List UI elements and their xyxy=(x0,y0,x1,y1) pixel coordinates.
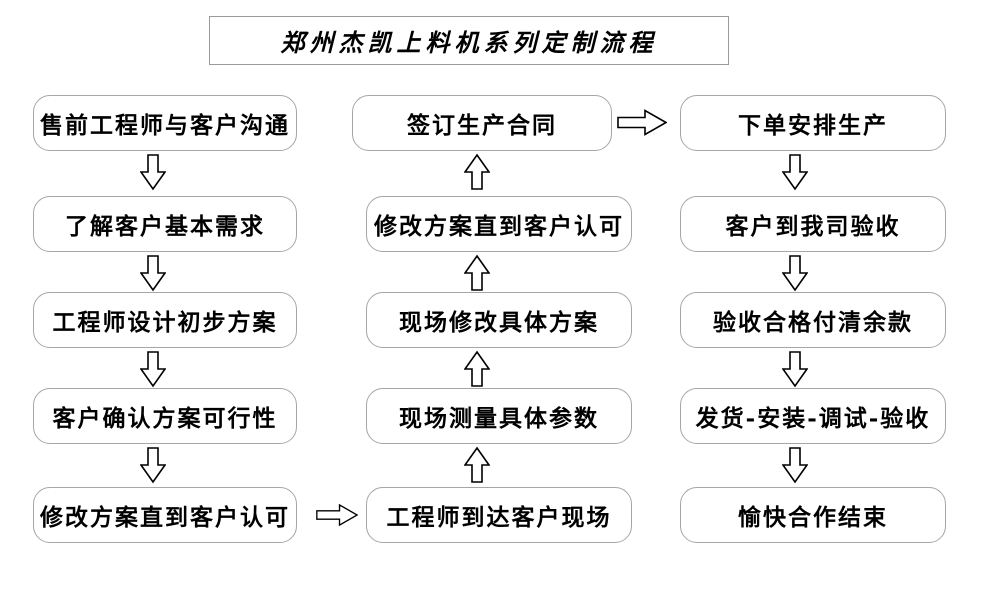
step-onsite-modify-plan: 现场修改具体方案 xyxy=(366,292,632,348)
down-arrow-icon xyxy=(140,350,166,388)
step-onsite-measure-parameters: 现场测量具体参数 xyxy=(366,388,632,444)
down-arrow-icon xyxy=(140,153,166,191)
step-customer-factory-acceptance: 客户到我司验收 xyxy=(680,196,946,252)
up-arrow-icon xyxy=(464,446,490,484)
down-arrow-icon xyxy=(782,254,808,292)
down-arrow-icon xyxy=(140,254,166,292)
step-presales-communication: 售前工程师与客户沟通 xyxy=(33,95,297,151)
step-happy-cooperation-end: 愉快合作结束 xyxy=(680,487,946,543)
down-arrow-icon xyxy=(782,446,808,484)
right-arrow-icon xyxy=(316,502,358,528)
step-sign-production-contract: 签订生产合同 xyxy=(352,95,612,151)
down-arrow-icon xyxy=(140,446,166,484)
step-engineer-initial-design: 工程师设计初步方案 xyxy=(33,292,297,348)
up-arrow-icon xyxy=(464,350,490,388)
step-pay-remaining-balance: 验收合格付清余款 xyxy=(680,292,946,348)
down-arrow-icon xyxy=(782,153,808,191)
step-revise-until-approved-left: 修改方案直到客户认可 xyxy=(33,487,297,543)
up-arrow-icon xyxy=(464,153,490,191)
step-revise-until-approved-mid: 修改方案直到客户认可 xyxy=(366,196,632,252)
step-place-order-arrange-production: 下单安排生产 xyxy=(680,95,946,151)
step-understand-basic-needs: 了解客户基本需求 xyxy=(33,196,297,252)
diagram-title: 郑州杰凯上料机系列定制流程 xyxy=(280,28,658,57)
diagram-title-box: 郑州杰凯上料机系列定制流程 xyxy=(209,16,729,65)
up-arrow-icon xyxy=(464,254,490,292)
down-arrow-icon xyxy=(782,350,808,388)
step-customer-confirm-feasibility: 客户确认方案可行性 xyxy=(33,388,297,444)
step-engineer-arrives-onsite: 工程师到达客户现场 xyxy=(366,487,632,543)
right-arrow-icon xyxy=(617,109,667,136)
step-ship-install-debug-accept: 发货-安装-调试-验收 xyxy=(680,388,946,444)
